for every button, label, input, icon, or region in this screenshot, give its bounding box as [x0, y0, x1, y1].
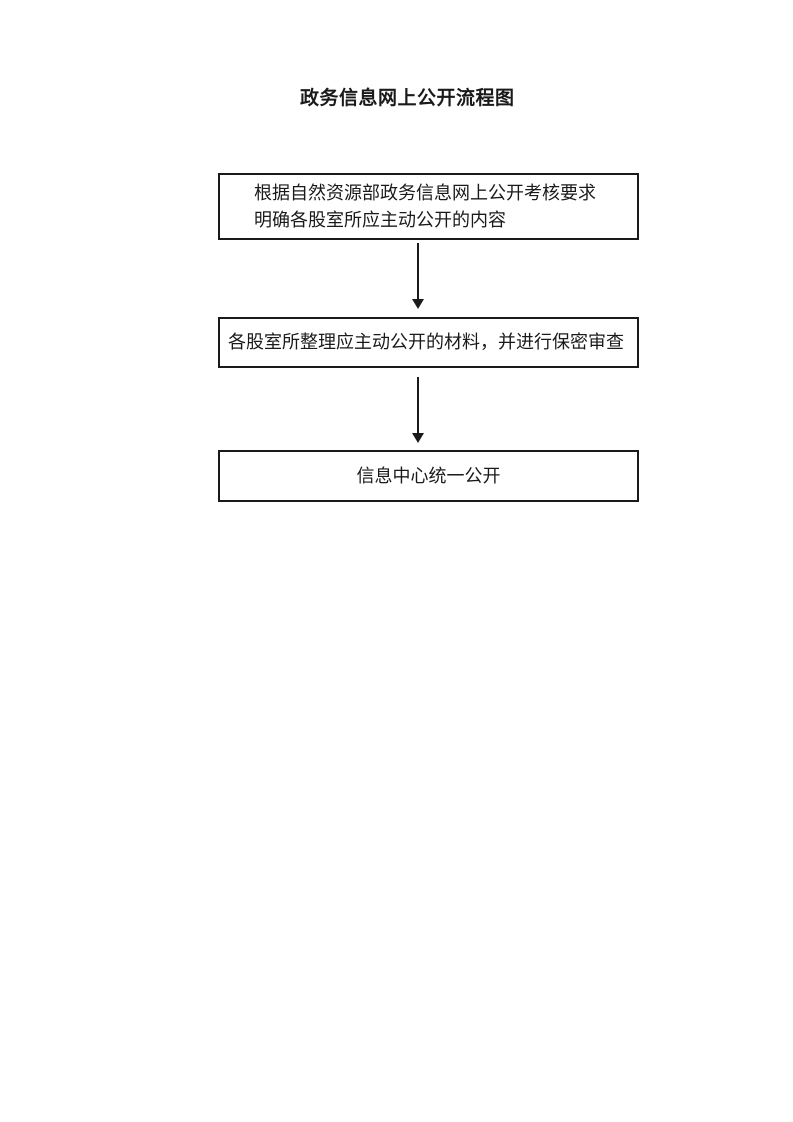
flow-node-step-2: 各股室所整理应主动公开的材料，并进行保密审查: [218, 317, 639, 368]
flow-node-step-2-line-1: 各股室所整理应主动公开的材料，并进行保密审查: [228, 332, 624, 352]
flow-node-step-1: 根据自然资源部政务信息网上公开考核要求 明确各股室所应主动公开的内容: [218, 173, 639, 240]
down-arrow-connector-1: [411, 243, 425, 310]
arrow-head-icon: [412, 433, 424, 443]
flow-node-step-3-line-1: 信息中心统一公开: [356, 465, 501, 486]
flow-node-step-1-line-2: 明确各股室所应主动公开的内容: [254, 210, 506, 230]
flow-node-step-3: 信息中心统一公开: [218, 450, 639, 502]
arrow-shaft: [417, 377, 419, 434]
arrow-head-icon: [412, 299, 424, 309]
page-title: 政务信息网上公开流程图: [300, 88, 515, 109]
down-arrow-connector-2: [411, 377, 425, 444]
arrow-shaft: [417, 243, 419, 300]
flow-node-step-1-line-1: 根据自然资源部政务信息网上公开考核要求: [254, 183, 596, 203]
